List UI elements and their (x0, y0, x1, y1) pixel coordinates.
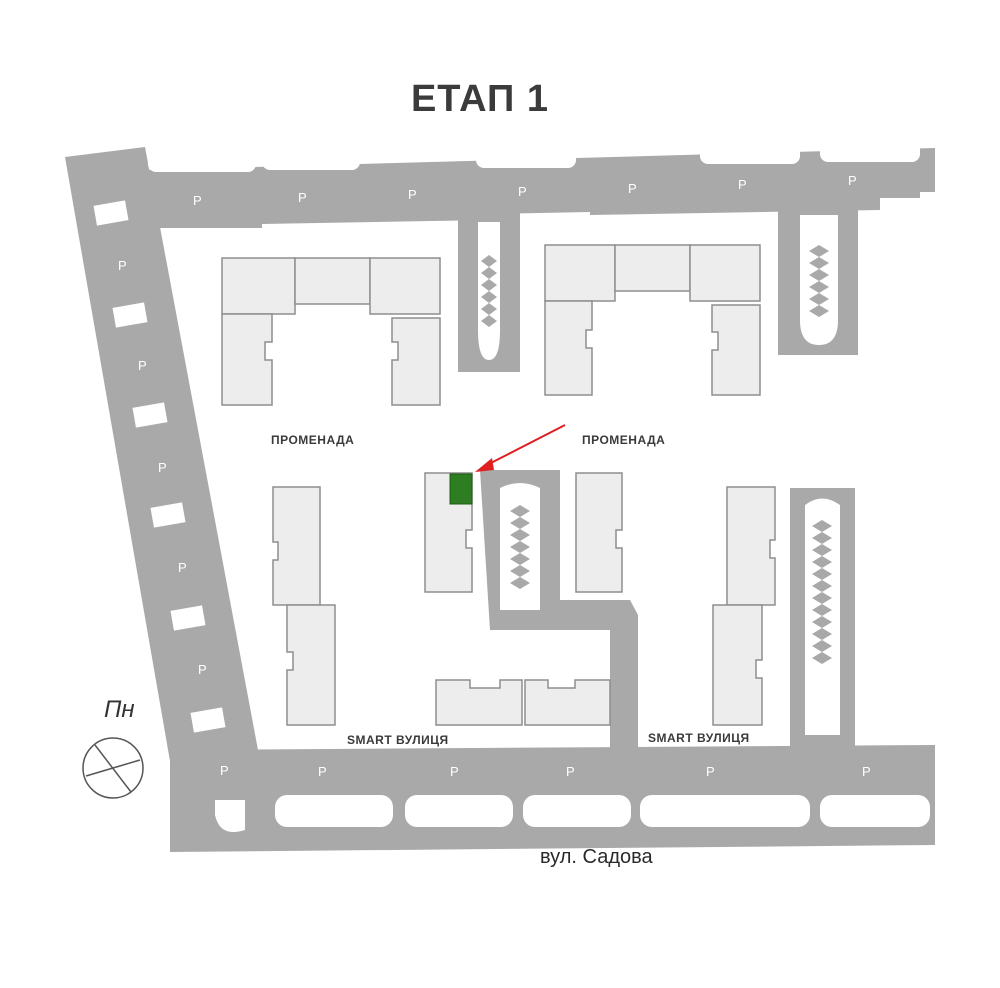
stage-title: ЕТАП 1 (410, 78, 550, 120)
building (575, 472, 623, 593)
parking-label: P (408, 187, 417, 202)
parking-bay (215, 800, 245, 833)
building (614, 244, 691, 292)
building (369, 257, 441, 315)
parking-bay (170, 605, 206, 631)
buildings-layer (221, 244, 776, 726)
building (286, 604, 336, 726)
parking-label: P (628, 181, 637, 196)
parking-label: P (193, 193, 202, 208)
parking-bay (405, 795, 513, 827)
parking-label: P (138, 358, 147, 373)
north-label: Пн (104, 696, 135, 723)
parking-label: P (198, 662, 207, 677)
compass-circle (82, 737, 144, 799)
parking-teeth (481, 245, 832, 664)
parking-bay (275, 795, 393, 827)
parking-bay (148, 150, 256, 172)
building (712, 604, 763, 726)
building (524, 679, 611, 726)
parking-teeth-2 (809, 245, 829, 317)
building (221, 257, 296, 315)
smart-street-label-right: SMART ВУЛИЦЯ (648, 731, 750, 745)
building (689, 244, 761, 302)
building (221, 313, 273, 406)
parking-bay (112, 302, 148, 328)
promenade-label-right: ПРОМЕНАДА (582, 433, 666, 447)
building (391, 317, 441, 406)
smart-street-label-left: SMART ВУЛИЦЯ (347, 733, 449, 747)
parking-label: P (318, 764, 327, 779)
parking-bay (150, 502, 186, 528)
parking-label: P (848, 173, 857, 188)
parking-label: P (298, 190, 307, 205)
parking-bay (476, 146, 576, 168)
parking-label: P (158, 460, 167, 475)
pointer-arrow (475, 424, 566, 472)
parking-bay (820, 795, 930, 827)
parking-bay (93, 200, 129, 226)
parking-label: P (220, 763, 229, 778)
building (294, 257, 371, 305)
parking-label: P (178, 560, 187, 575)
parking-bay (640, 795, 810, 827)
arrow-line (484, 424, 566, 467)
building (726, 486, 776, 606)
arrow-head (475, 458, 494, 472)
parking-bay (700, 142, 800, 164)
promenade-label-left: ПРОМЕНАДА (271, 433, 355, 447)
building (544, 300, 593, 396)
parking-label: P (450, 764, 459, 779)
parking-labels: P P P P P P P P P P P P P P P P P P (118, 173, 871, 779)
parking-pocket (478, 222, 500, 360)
parking-bay (132, 402, 168, 428)
parking-bay (190, 707, 226, 733)
parking-label: P (738, 177, 747, 192)
building (711, 304, 761, 396)
street-name-label: вул. Садова (540, 846, 653, 868)
parking-bay (523, 795, 631, 827)
building (544, 244, 616, 302)
parking-teeth-4 (812, 520, 832, 664)
parking-label: P (566, 764, 575, 779)
parking-label: P (518, 184, 527, 199)
left-diagonal-road (65, 147, 258, 790)
compass-line (85, 759, 141, 777)
parking-label: P (862, 764, 871, 779)
building (272, 486, 321, 606)
parking-bay (262, 148, 360, 170)
building (435, 679, 523, 726)
parking-teeth-1 (481, 255, 497, 327)
parking-bay (820, 140, 920, 162)
selected-apartment-marker (449, 473, 473, 505)
compass-icon (82, 737, 144, 799)
parking-teeth-3 (510, 505, 530, 589)
parking-label: P (118, 258, 127, 273)
parking-label: P (706, 764, 715, 779)
